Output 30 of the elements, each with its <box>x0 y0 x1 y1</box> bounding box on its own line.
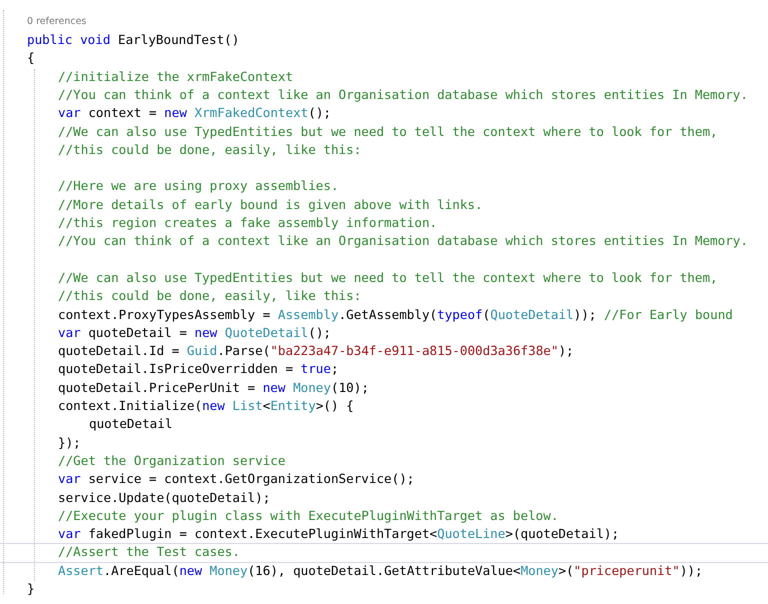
code-line: context.ProxyTypesAssembly = Assembly.GetAssembly(typeof(QuoteDetail)); //For Early bound <box>58 306 733 322</box>
reference-count: 0 references <box>27 16 86 27</box>
code-line: quoteDetail.Id = Guid.Parse("ba223a47-b34f-e911-a815-000d3a36f38e"); <box>58 343 574 360</box>
code-line: context.Initialize(new List<Entity>() { <box>58 398 354 414</box>
code-comment: //We can also use TypedEntities but we need to tell the context where to look for them, <box>58 124 718 140</box>
code-line: var context = new XrmFakedContext(); <box>58 105 331 122</box>
code-comment: //initialize the xrmFakeContext <box>58 68 294 85</box>
code-line: var service = context.GetOrganizationService(); <box>58 471 414 488</box>
code-line: var fakedPlugin = context.ExecutePluginWithTarget<QuoteLine>(quoteDetail); <box>58 526 620 542</box>
code-comment: //this could be done, easily, like this: <box>58 288 362 304</box>
code-line: Assert.AreEqual(new Money(16), quoteDetail.GetAttributeValue<Money>("priceperunit")); <box>58 562 703 579</box>
code-line: quoteDetail.PricePerUnit = new Money(10); <box>58 380 369 396</box>
code-line: public void EarlyBoundTest() <box>27 32 240 48</box>
code-line: } <box>27 581 35 597</box>
code-comment: //We can also use TypedEntities but we need to tell the context where to look for them, <box>58 270 718 286</box>
code-line: quoteDetail.IsPriceOverridden = true; <box>58 361 339 378</box>
code-comment: //Get the Organization service <box>58 452 286 469</box>
code-comment: //Execute your plugin class with ExecutePluginWithTarget as below. <box>58 508 558 524</box>
code-line: service.Update(quoteDetail); <box>58 490 270 506</box>
code-comment: //Here we are using proxy assemblies. <box>58 178 339 194</box>
code-comment: //More details of early bound is given above with links. <box>58 196 483 213</box>
code-comment: //this region creates a fake assembly information. <box>58 215 438 231</box>
code-comment: //You can think of a context like an Organisation database which stores entities In Memory. <box>58 233 748 250</box>
code-line: { <box>27 50 35 66</box>
code-comment: //You can think of a context like an Organisation database which stores entities In Memory. <box>58 86 748 103</box>
code-comment: //Assert the Test cases. <box>58 544 240 560</box>
code-line: quoteDetail <box>89 416 172 432</box>
code-comment: //this could be done, easily, like this: <box>58 142 362 158</box>
code-line: }); <box>58 434 81 451</box>
code-line: var quoteDetail = new QuoteDetail(); <box>58 324 331 341</box>
